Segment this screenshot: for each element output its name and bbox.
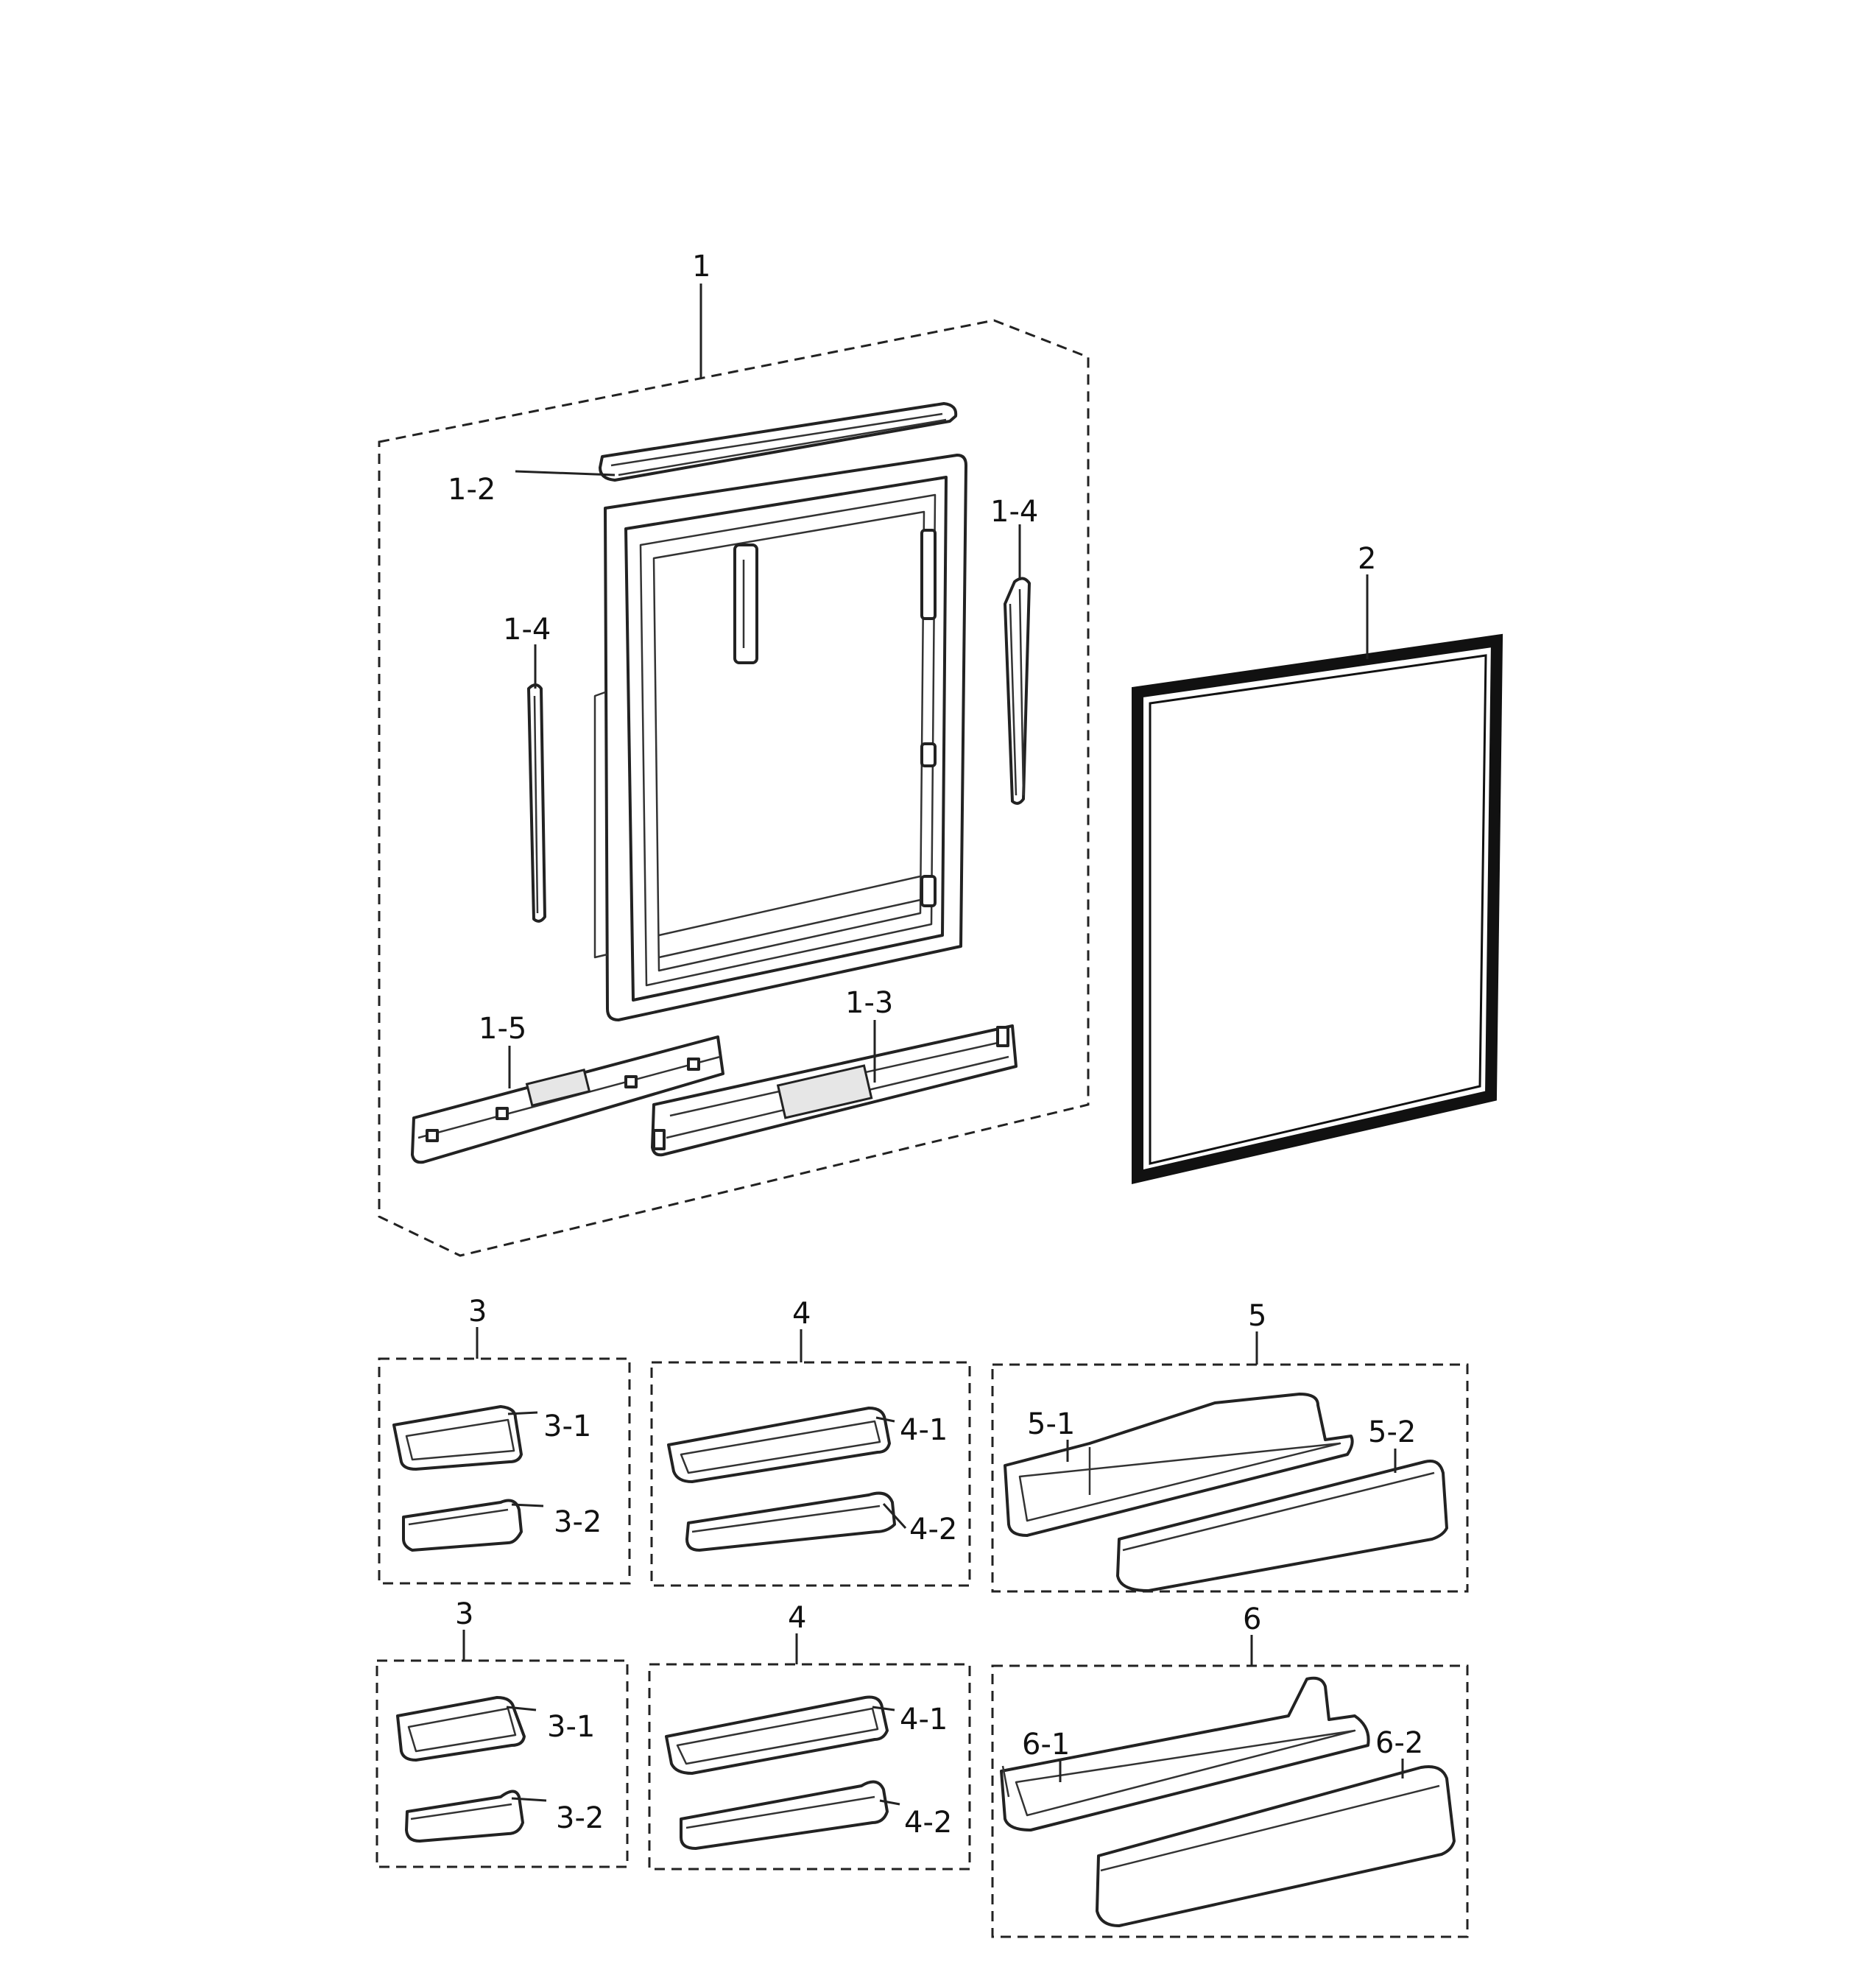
- label-5-2: 5-2: [1368, 1415, 1416, 1449]
- label-4-1-top: 4-1: [900, 1413, 948, 1447]
- label-4-bottom: 4: [788, 1601, 806, 1635]
- guard-group-4-bottom: 4 4-1 4-2: [648, 1601, 971, 1871]
- guard-group-3-bottom: 3 3-1 3-2: [375, 1597, 629, 1868]
- label-3-1-bottom: 3-1: [547, 1710, 595, 1744]
- label-5-1: 5-1: [1027, 1407, 1075, 1441]
- guard-5-2: [1116, 1460, 1448, 1592]
- label-3-2-bottom: 3-2: [556, 1801, 604, 1835]
- label-3-bottom: 3: [455, 1597, 473, 1631]
- door-top-cover: [599, 402, 958, 482]
- guard-group-4-top: 4 4-1 4-2: [650, 1297, 971, 1587]
- guard-group-5: 5 5-1 5-2: [991, 1299, 1469, 1593]
- label-1-3: 1-3: [845, 986, 893, 1020]
- label-3-top: 3: [468, 1295, 487, 1329]
- guard-3-2-bottom: [405, 1790, 524, 1843]
- label-4-2-top: 4-2: [909, 1513, 957, 1546]
- door-cap-right: [1004, 577, 1031, 805]
- label-3-2-top: 3-2: [554, 1505, 602, 1539]
- label-1-2: 1-2: [448, 473, 496, 507]
- guard-3-1-top: [392, 1405, 523, 1471]
- guard-5-1: [1004, 1393, 1354, 1537]
- label-1-2-leader: [515, 470, 616, 476]
- label-4-top: 4: [792, 1297, 811, 1331]
- label-6: 6: [1243, 1602, 1261, 1636]
- guard-3-1-bottom: [396, 1696, 526, 1762]
- label-1-4-left: 1-4: [503, 613, 551, 647]
- label-1: 1: [692, 250, 710, 284]
- door-gasket: [1132, 633, 1503, 1185]
- label-4-1-bottom: 4-1: [900, 1703, 948, 1736]
- door-assembly-outline: [378, 319, 1090, 1257]
- label-1-4-right: 1-4: [990, 495, 1038, 529]
- label-1-5: 1-5: [479, 1012, 526, 1046]
- label-4-2-bottom: 4-2: [904, 1806, 952, 1840]
- guard-6-1: [1000, 1676, 1370, 1831]
- door-cap-left: [527, 683, 546, 923]
- guard-4-2-bottom: [680, 1780, 889, 1850]
- guard-3-2-top: [402, 1499, 523, 1552]
- label-6-1: 6-1: [1022, 1728, 1070, 1762]
- door-cover-bottom-right: [651, 1024, 1018, 1157]
- door-assembly-group: 1 1-2: [378, 250, 1090, 1257]
- guard-4-1-top: [667, 1407, 891, 1483]
- label-5: 5: [1248, 1299, 1266, 1333]
- label-6-2: 6-2: [1375, 1726, 1423, 1760]
- guard-group-3-top: 3 3-1 3-2: [378, 1295, 631, 1585]
- label-3-1-top: 3-1: [543, 1410, 591, 1443]
- door-liner: [593, 454, 967, 1021]
- guard-6-2: [1096, 1765, 1456, 1927]
- door-cover-bottom-left: [411, 1035, 724, 1164]
- label-2: 2: [1358, 542, 1376, 576]
- guard-4-1-bottom: [665, 1695, 889, 1775]
- guard-group-6: 6 6-1 6-2: [991, 1602, 1469, 1938]
- guard-4-2-top: [685, 1491, 896, 1552]
